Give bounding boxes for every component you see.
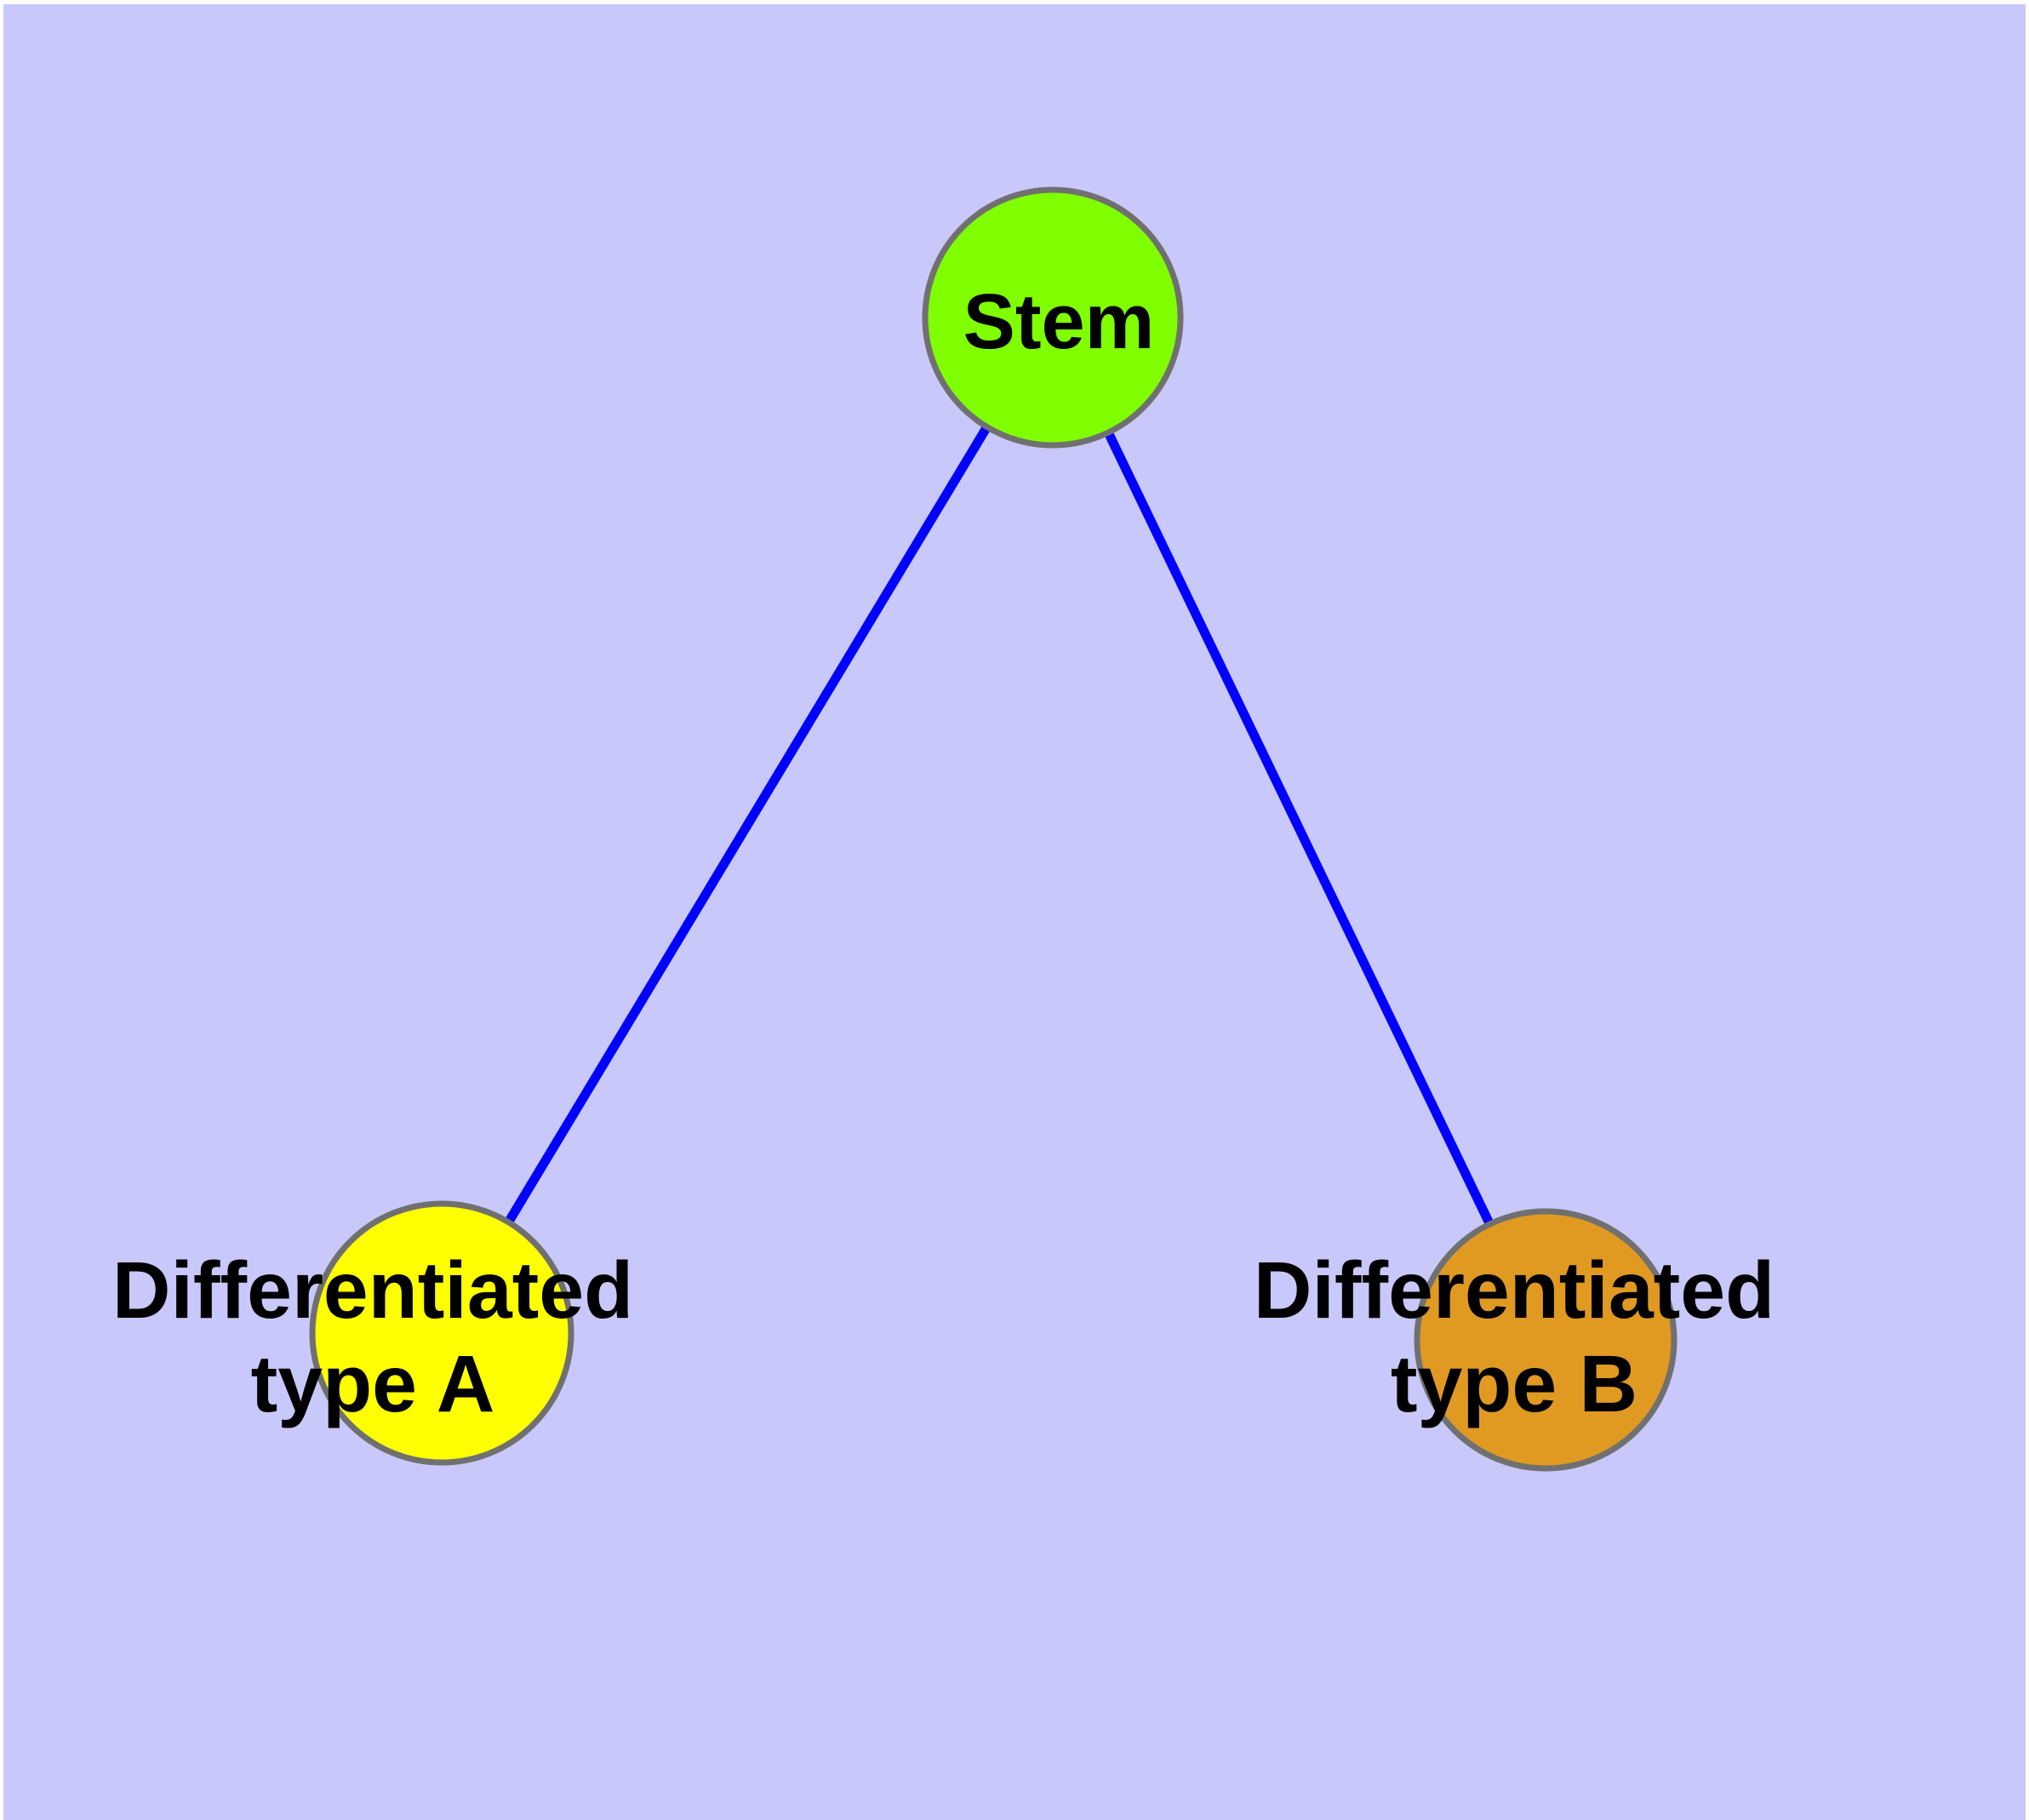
node-label-line: Differentiated	[112, 1245, 633, 1336]
node-label-line: type A	[251, 1339, 495, 1429]
node-label-stem: Stem	[963, 278, 1155, 365]
edges-layer	[437, 315, 1550, 1342]
node-circle-diff_b[interactable]	[1414, 1208, 1677, 1472]
node-label-line: Stem	[963, 278, 1155, 365]
node-label-line: Differentiated	[1254, 1245, 1775, 1336]
node-circle-stem[interactable]	[922, 186, 1184, 449]
graph-edge-stem-diff_b	[1049, 315, 1550, 1342]
graph-node-stem[interactable]: Stem	[922, 186, 1184, 449]
graph-edge-stem-diff_a	[437, 315, 1057, 1336]
node-label-line: type B	[1391, 1339, 1637, 1429]
node-circle-diff_a[interactable]	[309, 1200, 574, 1466]
